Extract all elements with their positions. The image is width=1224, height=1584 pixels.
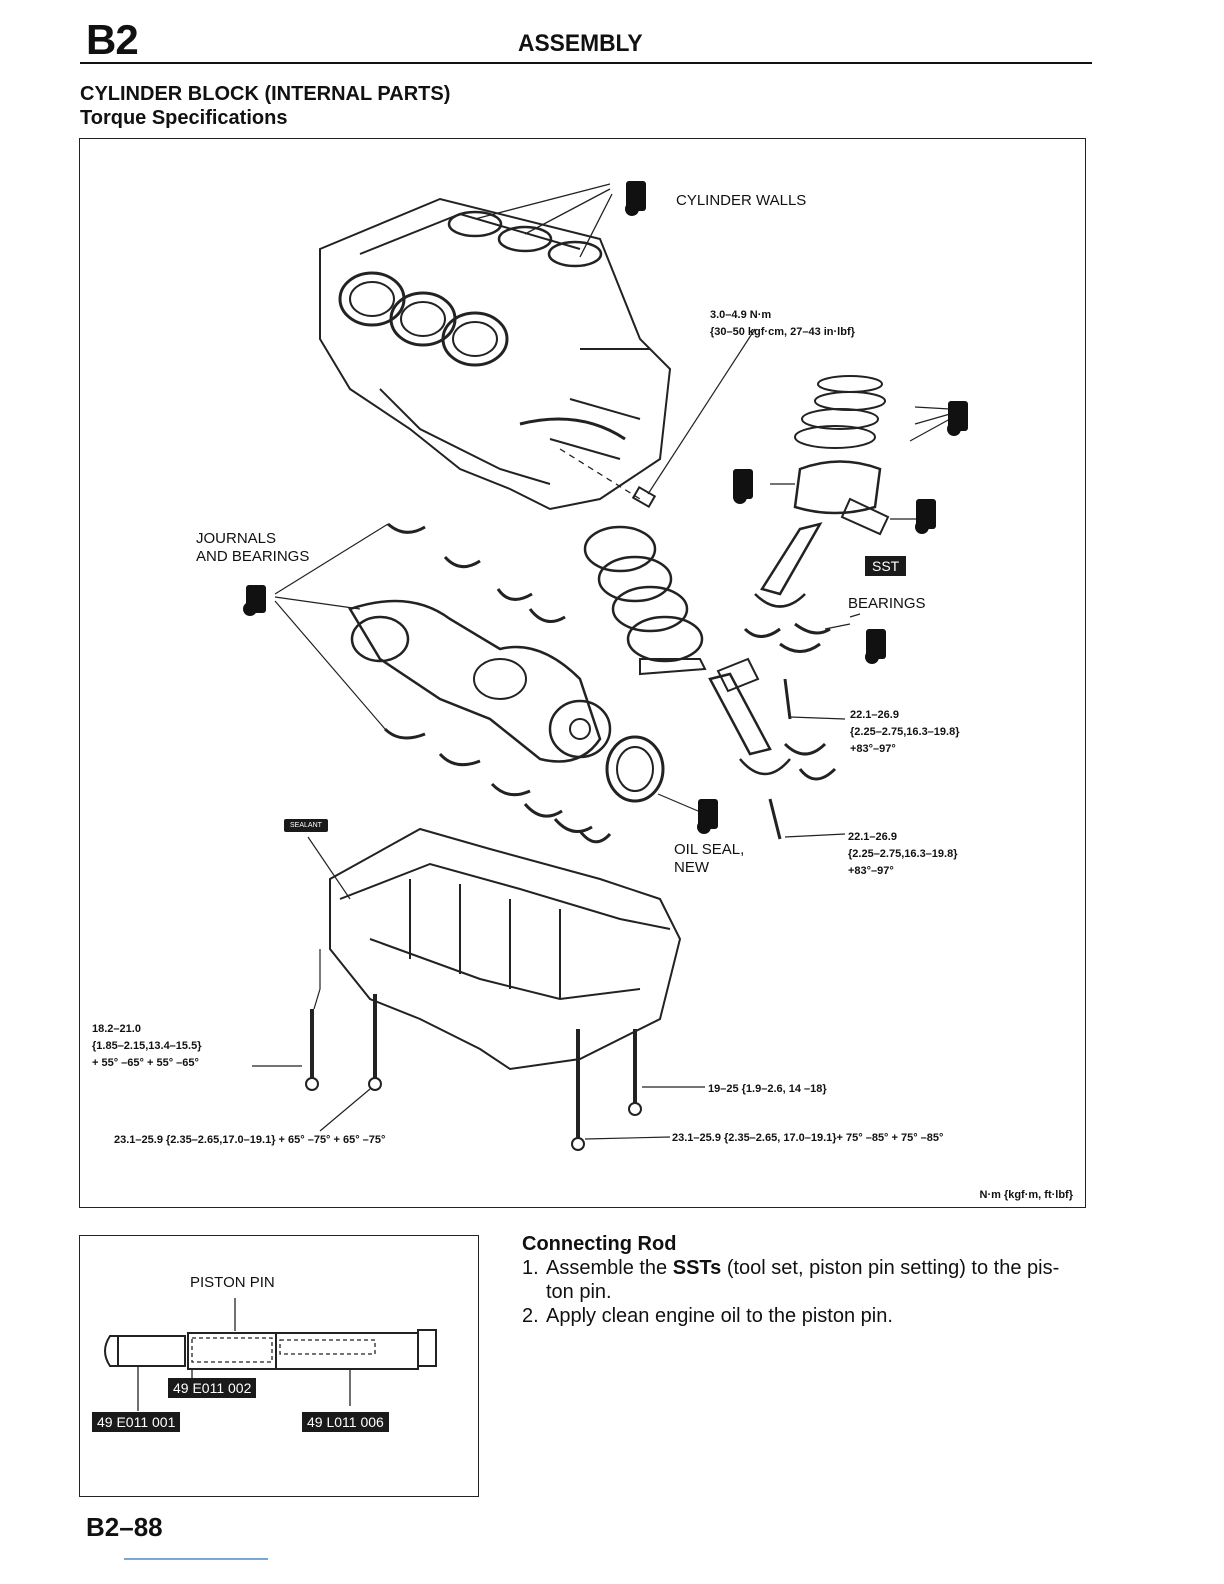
torque-oil-jet: 3.0–4.9 N·m {30–50 kgf·cm, 27–43 in·lbf} <box>710 309 855 338</box>
torque-figure: CYLINDER WALLS 3.0–4.9 N·m {30–50 kgf·cm… <box>79 138 1086 1208</box>
procedure-step-1: 1. Assemble the SSTs (tool set, piston p… <box>522 1256 1092 1304</box>
tool-tag-l011-006: 49 L011 006 <box>302 1412 389 1432</box>
page-number: B2–88 <box>86 1512 163 1542</box>
step-number: 1. <box>522 1257 539 1279</box>
tool-tag-e011-001: 49 E011 001 <box>92 1412 181 1432</box>
tool-tag-e011-002: 49 E011 002 <box>168 1378 257 1398</box>
crankshaft-outline <box>348 599 602 763</box>
section-code: B2 <box>86 16 139 63</box>
torque-main-right: 19–25 {1.9–2.6, 14 –18} <box>708 1083 827 1095</box>
upper-block-outline <box>319 197 672 511</box>
lower-block-outline <box>329 827 682 1071</box>
page-title: CYLINDER BLOCK (INTERNAL PARTS) <box>80 83 451 105</box>
procedure-step-2: 2. Apply clean engine oil to the piston … <box>522 1304 1092 1328</box>
label-oil-seal: OIL SEAL, NEW <box>674 841 745 876</box>
footer-divider <box>124 1558 268 1560</box>
exploded-view-drawing <box>243 181 968 1151</box>
procedure-title: Connecting Rod <box>522 1233 677 1255</box>
sst-tag: SST <box>865 556 907 576</box>
label-piston-pin: PISTON PIN <box>190 1274 275 1291</box>
header-rule <box>80 62 1092 64</box>
section-title: ASSEMBLY <box>518 30 643 57</box>
torque-rod-upper: 22.1–26.9 {2.25–2.75,16.3–19.8} +83°–97° <box>850 709 960 755</box>
procedure-connecting-rod: Connecting Rod 1. Assemble the SSTs (too… <box>522 1232 1092 1328</box>
torque-main-bottom-left: 23.1–25.9 {2.35–2.65,17.0–19.1} + 65° –7… <box>114 1134 386 1146</box>
step-number: 2. <box>522 1305 539 1327</box>
step-text-pre: Assemble the <box>546 1257 673 1279</box>
torque-main-left: 18.2–21.0 {1.85–2.15,13.4–15.5} + 55° –6… <box>92 1023 202 1069</box>
label-bearings: BEARINGS <box>848 595 926 612</box>
cylinder-bore-3 <box>441 311 509 367</box>
label-journals-bearings: JOURNALS AND BEARINGS <box>196 530 310 565</box>
torque-main-bottom-right: 23.1–25.9 {2.35–2.65, 17.0–19.1}+ 75° –8… <box>672 1132 944 1144</box>
oil-seal <box>605 735 665 803</box>
page-subtitle: Torque Specifications <box>80 107 288 129</box>
torque-rod-lower: 22.1–26.9 {2.25–2.75,16.3–19.8} +83°–97° <box>848 831 958 877</box>
piston-pin-drawing <box>104 1298 437 1411</box>
step-text-post: (tool set, piston pin setting) to the pi… <box>546 1257 1060 1303</box>
units-legend: N·m {kgf·m, ft·lbf} <box>979 1189 1074 1201</box>
sealant-tag: SEALANT <box>284 819 328 832</box>
step-text-bold: SSTs <box>672 1257 722 1279</box>
label-cylinder-walls: CYLINDER WALLS <box>676 192 807 209</box>
piston-pin-inset: PISTON PIN 49 E011 002 49 E011 001 49 L0… <box>79 1235 479 1497</box>
step-text: Apply clean engine oil to the piston pin… <box>546 1305 893 1327</box>
